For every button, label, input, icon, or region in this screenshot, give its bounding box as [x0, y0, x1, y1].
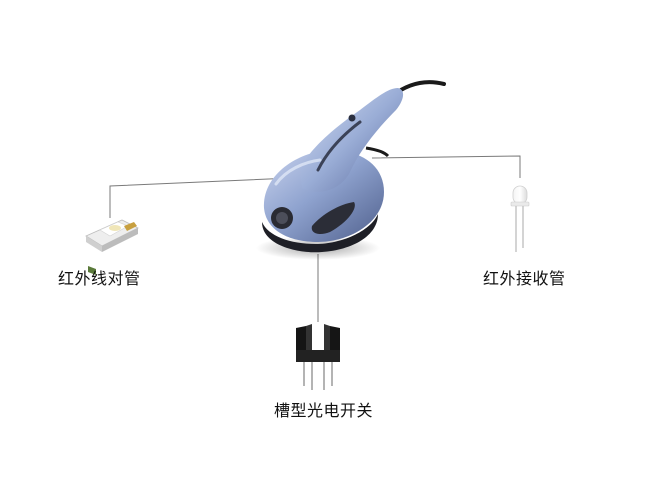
ir-pair-label: 红外线对管 [58, 269, 141, 288]
slot-switch-label: 槽型光电开关 [274, 401, 374, 420]
scanner-device [256, 80, 446, 260]
leader-line-ir-pair [109, 177, 293, 218]
leader-line-ir-receiver [371, 155, 521, 178]
slot-switch-component-icon [296, 324, 340, 390]
leader-lines [109, 155, 521, 322]
ir-pair-component-icon [85, 219, 139, 275]
ir-receiver-component-icon [510, 185, 530, 252]
ir-receiver-label: 红外接收管 [483, 269, 566, 288]
